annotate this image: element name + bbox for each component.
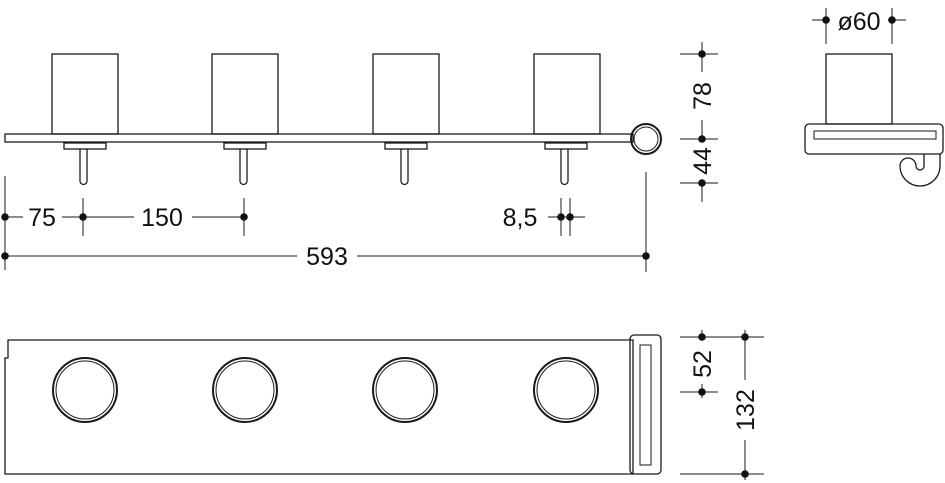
dim-label-44: 44 — [689, 147, 717, 175]
dim-label-75: 75 — [28, 204, 56, 232]
dim-label-150: 150 — [141, 204, 183, 232]
dim-label-diameter: ø60 — [837, 8, 880, 36]
dim-diameter: ø60 — [812, 8, 906, 44]
top-cup-4 — [533, 357, 599, 423]
side-hook — [899, 154, 941, 187]
end-ring — [630, 123, 662, 155]
front-view — [4, 53, 662, 186]
shelf-bar — [4, 133, 634, 143]
dim-label-593: 593 — [306, 243, 348, 271]
side-view — [804, 53, 944, 187]
dim-593: 593 — [1, 172, 650, 272]
dim-label-132: 132 — [732, 389, 760, 431]
dim-75-150-row: 75 150 — [1, 176, 248, 270]
top-end-rail — [629, 334, 662, 475]
top-cup-3 — [372, 357, 438, 423]
top-cup-1 — [52, 357, 118, 423]
side-shelf — [804, 123, 944, 155]
dim-52-132: 52 132 — [680, 330, 764, 480]
hook-2 — [223, 142, 267, 186]
side-cup — [825, 53, 893, 125]
top-view — [4, 334, 662, 475]
dim-label-52: 52 — [689, 350, 717, 378]
cup-4 — [533, 53, 601, 135]
dim-78-44: 78 44 — [680, 42, 718, 202]
dim-8-5: 8,5 — [503, 198, 585, 236]
hook-1 — [63, 142, 107, 186]
hook-4 — [544, 142, 588, 186]
dim-label-78: 78 — [689, 82, 717, 110]
cup-2 — [211, 53, 279, 135]
cup-3 — [372, 53, 440, 135]
top-cup-2 — [212, 357, 278, 423]
dim-label-8-5: 8,5 — [503, 204, 538, 232]
cup-1 — [51, 53, 119, 135]
hook-3 — [384, 142, 428, 186]
